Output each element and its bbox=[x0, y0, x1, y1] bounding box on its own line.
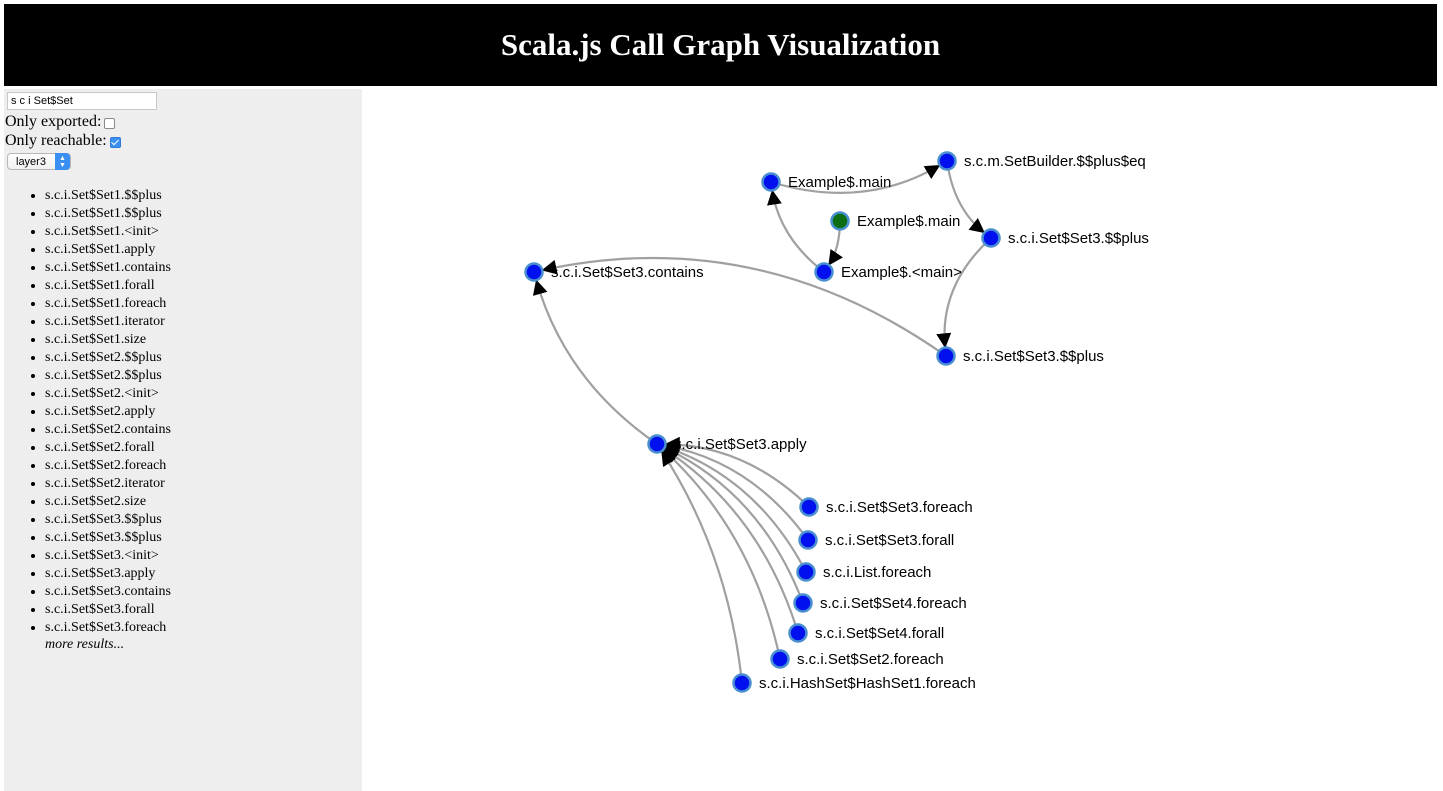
result-item[interactable]: s.c.i.Set$Set3.$$plus bbox=[45, 511, 171, 529]
graph-node[interactable]: s.c.i.HashSet$HashSet1.foreach bbox=[732, 673, 976, 693]
node-circle[interactable] bbox=[937, 151, 957, 171]
graph-node[interactable]: s.c.i.List.foreach bbox=[796, 562, 932, 582]
result-item[interactable]: s.c.i.Set$Set2.contains bbox=[45, 421, 171, 439]
result-item[interactable]: s.c.i.Set$Set3.<init> bbox=[45, 547, 171, 565]
graph-node[interactable]: s.c.i.Set$Set4.forall bbox=[788, 623, 945, 643]
node-circle[interactable] bbox=[798, 530, 818, 550]
node-circle[interactable] bbox=[788, 623, 808, 643]
node-circle[interactable] bbox=[761, 172, 781, 192]
result-item[interactable]: s.c.i.Set$Set1.apply bbox=[45, 241, 171, 259]
call-edge bbox=[663, 446, 805, 604]
node-label: s.c.i.Set$Set4.forall bbox=[815, 625, 944, 642]
result-item[interactable]: s.c.i.Set$Set1.contains bbox=[45, 259, 171, 277]
result-item[interactable]: s.c.i.Set$Set3.contains bbox=[45, 583, 171, 601]
call-edge bbox=[663, 447, 800, 634]
graph-node[interactable]: s.c.m.SetBuilder.$$plus$eq bbox=[937, 151, 1146, 171]
node-label: s.c.i.Set$Set2.foreach bbox=[797, 651, 944, 668]
node-label: Example$.<main> bbox=[841, 264, 962, 281]
node-label: Example$.main bbox=[788, 174, 891, 191]
node-label: s.c.i.Set$Set3.forall bbox=[825, 532, 954, 549]
result-item[interactable]: s.c.i.Set$Set2.$$plus bbox=[45, 349, 171, 367]
graph-node[interactable]: s.c.i.Set$Set3.forall bbox=[798, 530, 955, 550]
node-circle[interactable] bbox=[793, 593, 813, 613]
result-item[interactable]: s.c.i.Set$Set3.forall bbox=[45, 601, 171, 619]
call-edge bbox=[770, 164, 941, 194]
call-edge bbox=[767, 189, 825, 273]
node-label: s.c.i.Set$Set3.foreach bbox=[826, 499, 973, 516]
only-reachable-label: Only reachable: bbox=[5, 132, 107, 149]
result-item[interactable]: s.c.i.Set$Set1.$$plus bbox=[45, 205, 171, 223]
result-item[interactable]: s.c.i.Set$Set2.forall bbox=[45, 439, 171, 457]
result-item[interactable]: s.c.i.Set$Set2.<init> bbox=[45, 385, 171, 403]
graph-node[interactable]: s.c.i.Set$Set3.contains bbox=[524, 262, 704, 282]
node-label: s.c.i.Set$Set3.$$plus bbox=[1008, 230, 1149, 247]
graph-node[interactable]: s.c.i.Set$Set2.foreach bbox=[770, 649, 944, 669]
graph-node[interactable]: Example$.main bbox=[761, 172, 892, 192]
node-circle[interactable] bbox=[732, 673, 752, 693]
node-label: s.c.i.Set$Set3.$$plus bbox=[963, 348, 1104, 365]
results-list: s.c.i.Set$Set1.$$pluss.c.i.Set$Set1.$$pl… bbox=[4, 187, 171, 637]
result-item[interactable]: s.c.i.Set$Set2.foreach bbox=[45, 457, 171, 475]
node-label: s.c.m.SetBuilder.$$plus$eq bbox=[964, 153, 1146, 170]
call-edge bbox=[664, 444, 807, 573]
call-edge bbox=[541, 256, 947, 357]
result-item[interactable]: s.c.i.Set$Set1.size bbox=[45, 331, 171, 349]
only-exported-row: Only exported: bbox=[5, 113, 116, 131]
only-reachable-checkbox[interactable] bbox=[109, 136, 121, 148]
call-edge bbox=[664, 440, 809, 541]
layer-select[interactable]: layer3 ▲▼ bbox=[7, 153, 71, 170]
result-item[interactable]: s.c.i.Set$Set3.$$plus bbox=[45, 529, 171, 547]
node-circle[interactable] bbox=[936, 346, 956, 366]
only-reachable-row: Only reachable: bbox=[5, 132, 121, 150]
layer-select-value: layer3 bbox=[16, 155, 46, 168]
node-label: s.c.i.Set$Set3.apply bbox=[674, 436, 807, 453]
select-arrows-icon: ▲▼ bbox=[55, 153, 70, 170]
graph-node[interactable]: s.c.i.Set$Set3.foreach bbox=[799, 497, 973, 517]
node-label: s.c.i.HashSet$HashSet1.foreach bbox=[759, 675, 976, 692]
result-item[interactable]: s.c.i.Set$Set1.<init> bbox=[45, 223, 171, 241]
result-item[interactable]: s.c.i.Set$Set2.size bbox=[45, 493, 171, 511]
only-exported-label: Only exported: bbox=[5, 113, 102, 130]
result-item[interactable]: s.c.i.Set$Set1.forall bbox=[45, 277, 171, 295]
graph-node[interactable]: s.c.i.Set$Set4.foreach bbox=[793, 593, 967, 613]
graph-node[interactable]: s.c.i.Set$Set3.$$plus bbox=[981, 228, 1149, 248]
app-title: Scala.js Call Graph Visualization bbox=[500, 27, 941, 62]
app-header: Scala.js Call Graph Visualization bbox=[4, 4, 1437, 86]
call-edge bbox=[532, 279, 658, 445]
node-label: s.c.i.List.foreach bbox=[823, 564, 931, 581]
search-input[interactable] bbox=[7, 92, 157, 110]
only-exported-checkbox[interactable] bbox=[104, 117, 116, 129]
node-circle[interactable] bbox=[524, 262, 544, 282]
node-circle[interactable] bbox=[814, 262, 834, 282]
result-item[interactable]: s.c.i.Set$Set2.apply bbox=[45, 403, 171, 421]
node-circle[interactable] bbox=[830, 211, 850, 231]
result-item[interactable]: s.c.i.Set$Set2.iterator bbox=[45, 475, 171, 493]
node-circle[interactable] bbox=[799, 497, 819, 517]
node-circle[interactable] bbox=[981, 228, 1001, 248]
sidebar: Only exported: Only reachable: layer3 ▲▼… bbox=[4, 89, 362, 791]
graph-node[interactable]: s.c.i.Set$Set3.apply bbox=[647, 434, 808, 454]
node-circle[interactable] bbox=[770, 649, 790, 669]
node-circle[interactable] bbox=[647, 434, 667, 454]
result-item[interactable]: s.c.i.Set$Set1.iterator bbox=[45, 313, 171, 331]
node-label: s.c.i.Set$Set3.contains bbox=[551, 264, 704, 281]
result-item[interactable]: s.c.i.Set$Set1.foreach bbox=[45, 295, 171, 313]
more-results-link[interactable]: more results... bbox=[45, 637, 125, 652]
call-edge bbox=[662, 448, 782, 660]
call-edge bbox=[660, 450, 744, 684]
graph-root-node[interactable]: Example$.main bbox=[830, 211, 961, 231]
call-edge bbox=[936, 237, 992, 349]
result-item[interactable]: s.c.i.Set$Set1.$$plus bbox=[45, 187, 171, 205]
result-item[interactable]: s.c.i.Set$Set3.apply bbox=[45, 565, 171, 583]
node-circle[interactable] bbox=[796, 562, 816, 582]
result-item[interactable]: s.c.i.Set$Set2.$$plus bbox=[45, 367, 171, 385]
graph-node[interactable]: Example$.<main> bbox=[814, 262, 963, 282]
result-item[interactable]: s.c.i.Set$Set3.foreach bbox=[45, 619, 171, 637]
node-label: Example$.main bbox=[857, 213, 960, 230]
call-edge bbox=[664, 436, 810, 508]
graph-node[interactable]: s.c.i.Set$Set3.$$plus bbox=[936, 346, 1104, 366]
node-label: s.c.i.Set$Set4.foreach bbox=[820, 595, 967, 612]
